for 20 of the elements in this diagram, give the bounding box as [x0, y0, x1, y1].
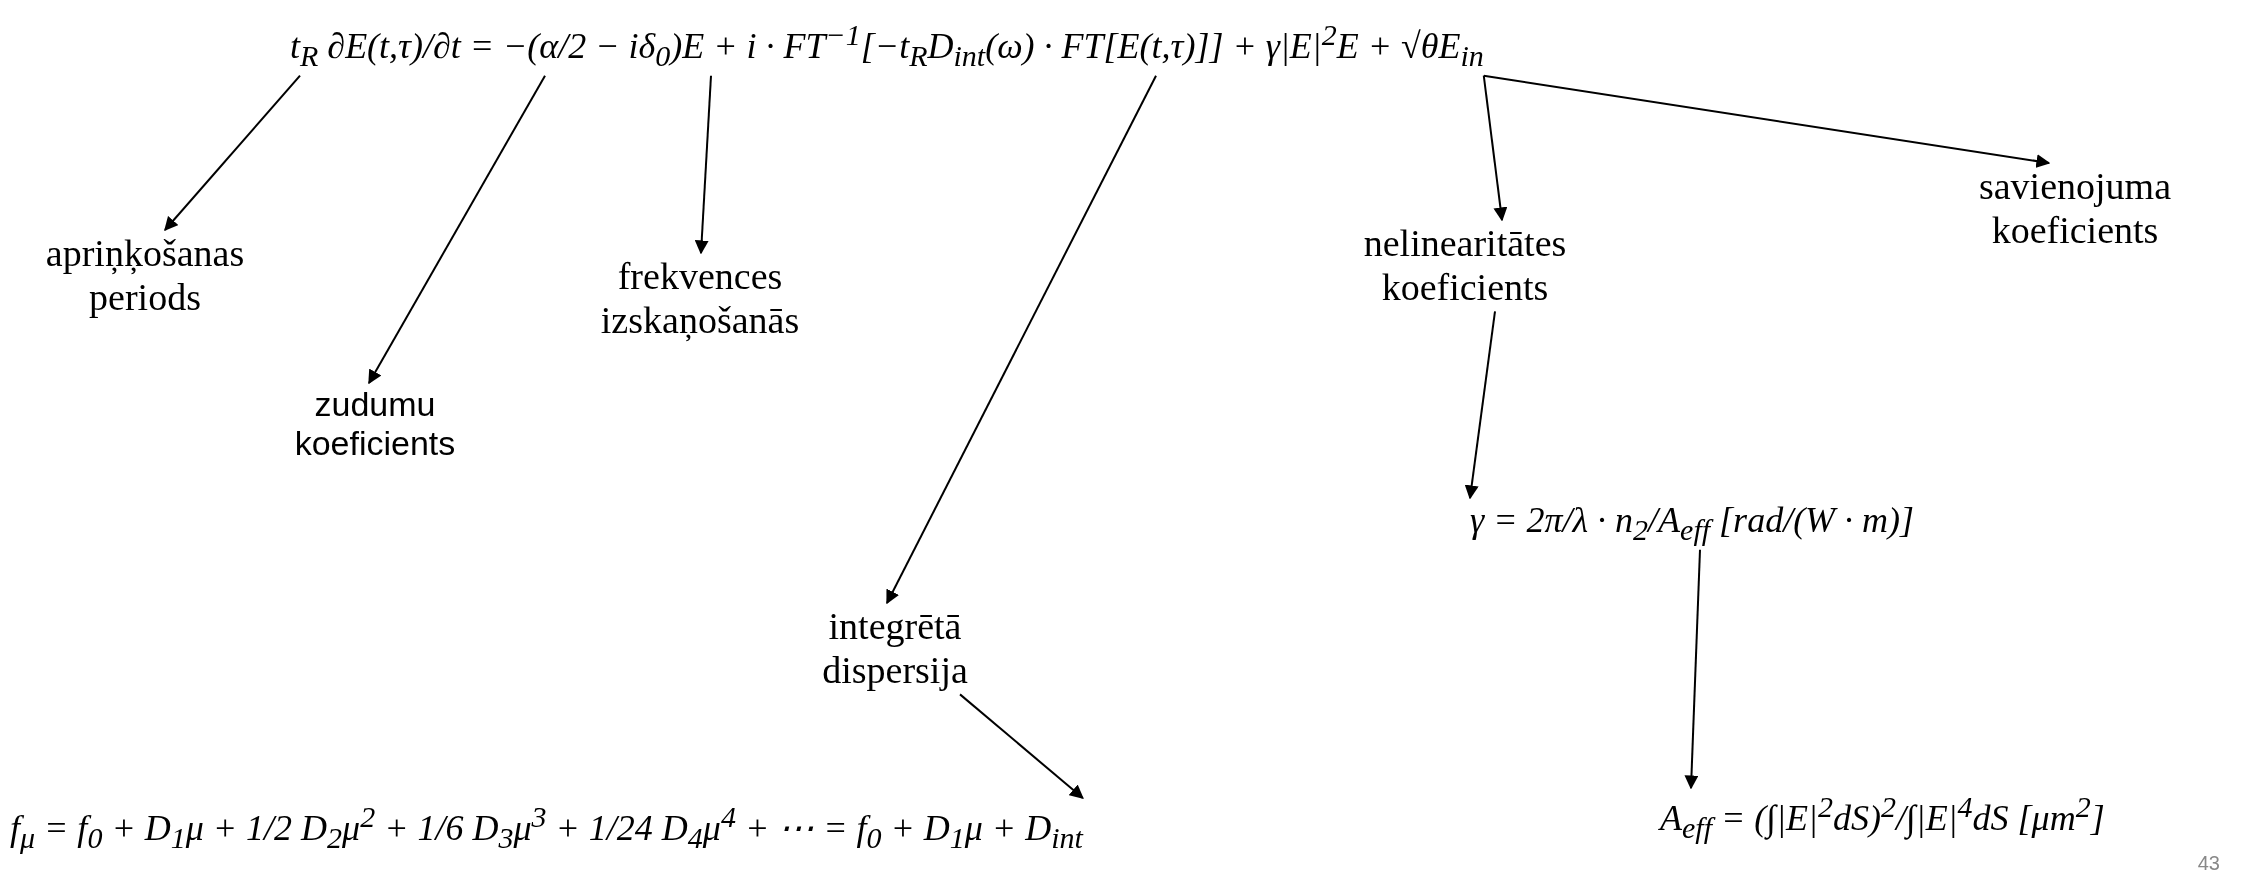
leader-arrow — [886, 74, 1157, 605]
annotation-label: nelinearitātes koeficients — [1320, 222, 1610, 310]
annotation-label: apriņķošanas periods — [20, 232, 270, 320]
equation-text: γ = 2π/λ · n$_{2}$/A$_{eff}$ [rad/(W · m)] — [1470, 500, 1915, 548]
annotation-label: savienojuma koeficients — [1925, 165, 2225, 253]
leader-arrow — [1482, 74, 1508, 222]
equation-text: f$_{μ}$ = f$_{0}$ + D$_{1}$μ + 1/2 D$_{2}$μ$^{2}$ + 1/6 D$_{3}$μ$^{3}$ + 1/24 D$_{4}$μ$^{4}$ + ⋯ = f$_{0}$ + D$_{1}$μ + D$_{int}$ — [10, 800, 1083, 856]
leader-arrow — [1684, 548, 1701, 790]
annotation-label: frekvences izskaņošanās — [560, 255, 840, 343]
equation-text: t$_{R}$ ∂E(t,τ)/∂t = −(α/2 − iδ$_{0}$)E + i · FT$^{−1}$[−t$_{R}$D$_{int}$(ω) · FT[E(t,τ)]] + γ|E|$^{2}$E + √θE$_{in}$ — [290, 18, 1484, 74]
annotation-label: zudumu koeficients — [265, 385, 485, 464]
page-number: 43 — [2197, 852, 2220, 875]
leader-arrow — [164, 74, 301, 232]
leader-arrow — [1482, 74, 2051, 168]
equation-text: A$_{eff}$ = (∫|E|$^{2}$dS)$^{2}$/∫|E|$^{4}$dS [μm$^{2}$] — [1660, 790, 2105, 846]
leader-arrow — [694, 74, 712, 255]
leader-arrow — [368, 74, 546, 385]
annotation-label: integrētā dispersija — [790, 605, 1000, 693]
leader-arrow — [959, 693, 1084, 799]
leader-arrow — [1464, 310, 1496, 500]
